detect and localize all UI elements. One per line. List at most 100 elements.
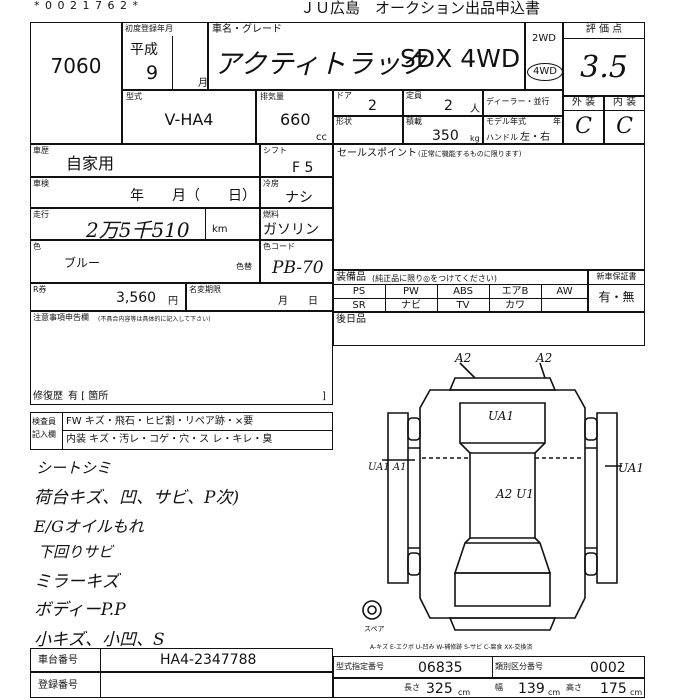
name-change-label: 名変期限 xyxy=(189,285,221,294)
shift-label: シフト xyxy=(263,146,287,155)
type-cert-value: 06835 xyxy=(418,660,463,676)
notes-label: 注意事項申告欄 xyxy=(33,313,89,322)
model-grade: SDX 4WD xyxy=(400,44,521,73)
registration-month-unit: 月 xyxy=(198,78,208,89)
ac-value: ナシ xyxy=(285,190,313,206)
class-label: 類別区分番号 xyxy=(495,662,543,671)
drive-4wd-circled: 4WD xyxy=(527,63,563,81)
inspection-value: 年 月（ 日） xyxy=(130,188,256,204)
length-label: 長さ xyxy=(404,683,420,692)
damage-mark: A2 U1 xyxy=(495,487,534,501)
capacity-value: 2 xyxy=(444,98,453,114)
interior-codes: 内装 キズ・汚レ・コゲ・穴・ス レ・キレ・臭 xyxy=(66,434,273,445)
registration-era: 平成 xyxy=(130,42,158,58)
repair-end: ] xyxy=(322,391,326,402)
sales-point-sub: (正常に機能するものに限ります) xyxy=(418,150,522,158)
rating-label: 評 価 点 xyxy=(585,24,623,35)
capacity-unit: 人 xyxy=(470,104,480,115)
capacity-label: 定員 xyxy=(406,91,422,100)
interior-grade: C xyxy=(616,114,633,139)
rating-box xyxy=(563,22,645,96)
repair-value: 有 [ 箇所 xyxy=(68,391,109,402)
use-value: 自家用 xyxy=(66,154,115,173)
type-label: 型式 xyxy=(126,92,142,101)
type-box xyxy=(122,90,256,144)
vehicle-damage-diagram: A2 A2 UA1 UA1 A1 UA1 A2 U1 スペア xyxy=(362,351,644,633)
plate-label: 登録番号 xyxy=(38,680,78,691)
height-label: 高さ xyxy=(566,683,582,692)
note-line: シートシミ xyxy=(36,459,112,477)
width-label: 幅 xyxy=(495,683,503,692)
equipment-sub: (純正品に限り◎をつけてください) xyxy=(372,274,497,283)
exterior-grade: C xyxy=(575,114,592,139)
model-year-label: モデル年式 xyxy=(486,117,526,126)
color-label: 色 xyxy=(33,242,41,251)
model-label: 車名・グレード xyxy=(212,24,282,35)
equip-navi: ナビ xyxy=(401,300,421,311)
drive-box xyxy=(525,22,563,90)
damage-mark: A2 xyxy=(454,351,471,365)
exterior-codes: FW キズ・飛石・ヒビ割・リペア跡・×要 xyxy=(66,416,254,427)
lot-barcode-text: * 0 0 2 1 7 6 2 * xyxy=(34,0,139,12)
note-line: 下回りサビ xyxy=(38,543,114,561)
length-value: 325 xyxy=(426,681,453,697)
lot-number-box xyxy=(30,22,122,144)
notes-sub: (不具合内容等は具体的に記入して下さい) xyxy=(98,316,211,323)
class-value: 0002 xyxy=(590,660,626,676)
notes-box xyxy=(30,311,333,405)
damage-mark: UA1 A1 xyxy=(368,462,406,473)
note-line: ミラーキズ xyxy=(34,572,119,592)
inspector-label: 検査員 xyxy=(32,417,56,426)
model-box xyxy=(208,22,525,90)
recycle-unit: 円 xyxy=(168,296,178,307)
chassis-label: 車台番号 xyxy=(38,655,78,666)
width-value: 139 xyxy=(518,681,545,697)
model-year-unit: 年 xyxy=(553,117,561,126)
equip-tv: TV xyxy=(456,300,470,311)
chassis-value: HA4-2347788 xyxy=(160,652,257,668)
registration-label: 初度登録年月 xyxy=(125,24,173,33)
note-line: ボディーP.P xyxy=(34,600,126,620)
repair-label: 修復歴 xyxy=(33,391,63,402)
sales-point-box xyxy=(333,144,645,270)
shift-value: F 5 xyxy=(292,160,314,176)
equip-leather: カワ xyxy=(505,300,525,311)
note-line: E/Gオイルもれ xyxy=(34,517,144,536)
note-line: 小キズ、小凹、S xyxy=(34,630,165,650)
mileage-label: 走行 xyxy=(33,210,49,219)
displacement-unit: cc xyxy=(316,132,327,143)
damage-mark: UA1 xyxy=(618,461,644,475)
color-change-label: 色替 xyxy=(236,262,252,271)
interior-label: 内 装 xyxy=(612,97,637,108)
color-code-label: 色コード xyxy=(263,242,295,251)
equip-ps: PS xyxy=(352,286,366,297)
displacement-box xyxy=(256,90,333,144)
equip-airbag: エアB xyxy=(501,286,529,297)
damage-legend: A-キズ E-エクボ U-凹み W-補修跡 S-サビ C-腐食 XX-交換済 xyxy=(370,644,533,651)
mileage-unit: km xyxy=(212,224,228,235)
drive-2wd: 2WD xyxy=(532,33,556,44)
color-value: ブルー xyxy=(64,256,101,270)
registration-box xyxy=(122,22,208,90)
rear-items-label: 後日品 xyxy=(336,314,366,325)
load-label: 積載 xyxy=(406,117,422,126)
model-name: アクティトラック xyxy=(214,49,428,80)
height-unit: cm xyxy=(630,688,643,697)
inspection-label: 車検 xyxy=(33,179,49,188)
length-unit: cm xyxy=(458,688,471,697)
warranty-label: 新車保証書 xyxy=(596,272,637,281)
fuel-label: 燃料 xyxy=(263,210,279,219)
registration-year: 9 xyxy=(146,62,159,84)
rating-value: 3.5 xyxy=(580,50,628,85)
warranty-value: 有・無 xyxy=(598,290,635,304)
width-unit: cm xyxy=(548,688,561,697)
exterior-label: 外 装 xyxy=(571,97,596,108)
color-code-value: PB-70 xyxy=(272,258,324,278)
recycle-label: R券 xyxy=(33,285,47,294)
equip-sr: SR xyxy=(352,300,366,311)
load-unit: kg xyxy=(470,134,480,143)
damage-mark: UA1 xyxy=(488,409,514,423)
spare-label: スペア xyxy=(364,625,385,633)
equip-aw: AW xyxy=(556,286,573,297)
equipment-label: 装備品 xyxy=(336,272,366,283)
